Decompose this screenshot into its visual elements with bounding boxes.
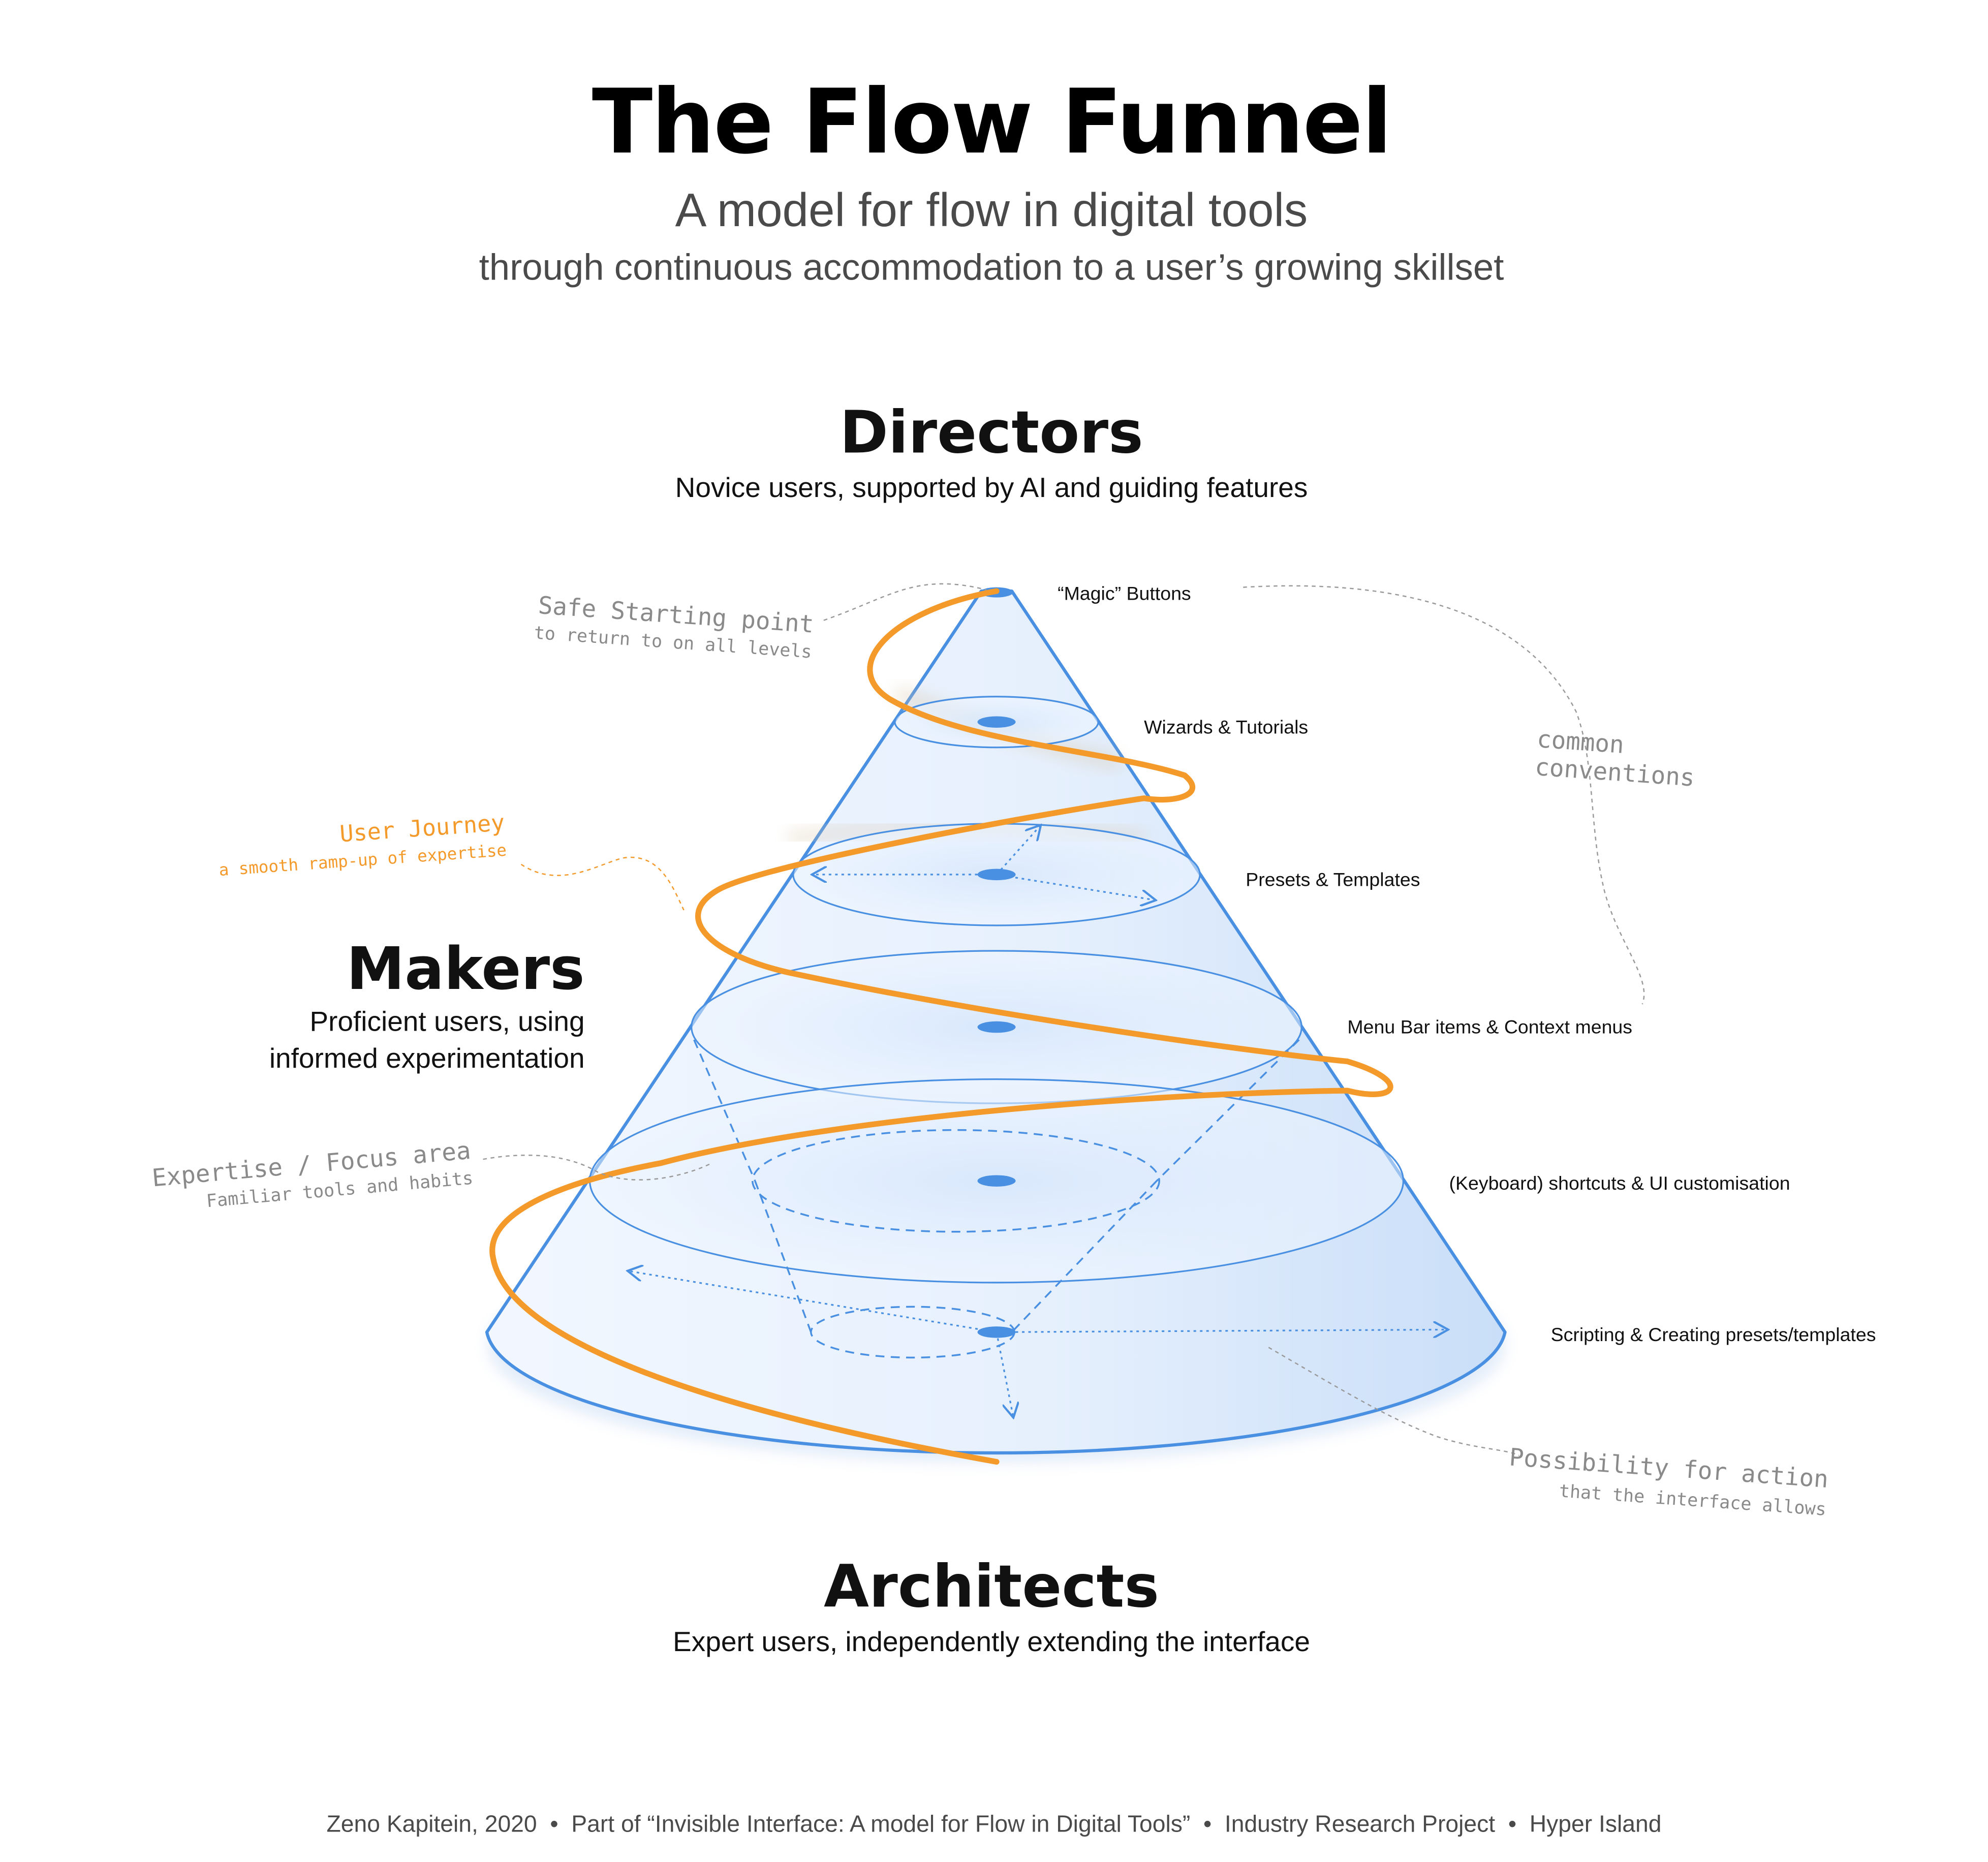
annotation-possibility: Possibility for action that the interfac… [1508, 1443, 1829, 1520]
possibility-arrow [996, 874, 1154, 900]
possibility-arrow [629, 1271, 997, 1333]
annotation-common-conventions: common conventions [1534, 725, 1696, 792]
level-label-shortcuts: (Keyboard) shortcuts & UI customisation [1449, 1172, 1790, 1194]
annotation-expertise: Expertise / Focus area Familiar tools an… [151, 1137, 474, 1212]
directors-description: Novice users, supported by AI and guidin… [675, 472, 1308, 503]
level-center-dot [977, 1175, 1016, 1187]
annotation-connector [520, 856, 685, 911]
page-subtitle-2: through continuous accommodation to a us… [479, 246, 1504, 288]
level-center-dot [977, 716, 1016, 728]
annotation-user-journey: User Journey a smooth ramp-up of experti… [218, 809, 507, 880]
directors-title: Directors [840, 398, 1143, 467]
makers-description-line2: informed experimentation [269, 1042, 585, 1074]
level-label-menus: Menu Bar items & Context menus [1347, 1016, 1632, 1038]
user-journey-spiral [489, 588, 1393, 1465]
annotation-connector [823, 583, 987, 621]
annotation-user-journey-line2: a smooth ramp-up of expertise [218, 841, 507, 880]
architects-description: Expert users, independently extending th… [673, 1626, 1310, 1657]
level-label-scripting: Scripting & Creating presets/templates [1551, 1324, 1876, 1345]
annotation-connector [1243, 585, 1645, 1005]
level-center-dot [977, 1326, 1016, 1338]
level-label-magic-buttons: “Magic” Buttons [1058, 583, 1191, 604]
focus-area-edge [1011, 1180, 1158, 1333]
focus-area-edge [754, 1181, 812, 1332]
page-subtitle: A model for flow in digital tools [675, 183, 1308, 236]
annotation-connector [483, 1154, 712, 1181]
focus-area-edge [693, 1039, 756, 1182]
architects-title: Architects [824, 1553, 1159, 1621]
possibility-arrow [996, 826, 1040, 875]
annotation-common-line2: conventions [1534, 753, 1696, 792]
makers-title: Makers [347, 935, 585, 1003]
footer-credits: Zeno Kapitein, 2020 • Part of “Invisible… [327, 1810, 1662, 1837]
page-title: The Flow Funnel [592, 70, 1391, 174]
level-center-dot [977, 1021, 1016, 1033]
level-center-dot [977, 868, 1016, 881]
annotation-safe-start: Safe Starting point to return to on all … [534, 592, 815, 663]
possibility-arrow [997, 1329, 1446, 1332]
level-label-presets: Presets & Templates [1246, 868, 1420, 890]
focus-area-edge [1156, 1039, 1300, 1182]
annotation-common-line1: common [1536, 725, 1625, 759]
level-label-wizards: Wizards & Tutorials [1144, 716, 1308, 737]
possibility-arrow [996, 1332, 1013, 1416]
annotation-possibility-line1: Possibility for action [1508, 1443, 1829, 1494]
annotation-user-journey-line1: User Journey [339, 809, 506, 848]
makers-description-line1: Proficient users, using [309, 1006, 584, 1037]
focus-area-top [752, 1129, 1160, 1233]
annotation-connector [1268, 1347, 1519, 1456]
